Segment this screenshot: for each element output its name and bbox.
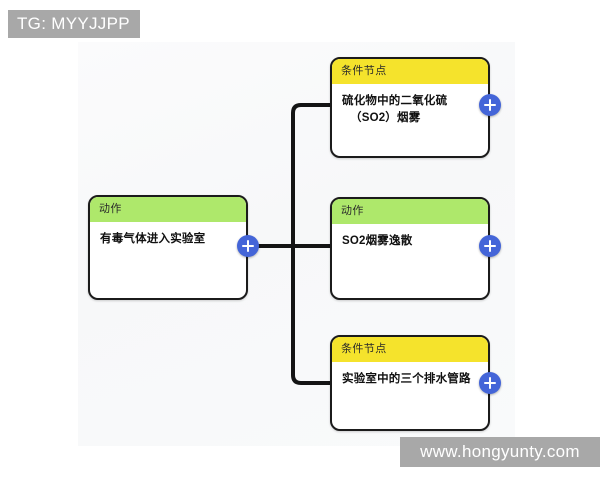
node-branch-1-add-handle[interactable] [479, 94, 501, 116]
node-branch-2-header: 动作 [332, 199, 488, 224]
node-root-header: 动作 [90, 197, 246, 222]
node-branch-2-action[interactable]: 动作 SO2烟雾逸散 [330, 197, 490, 300]
node-branch-1-body-line-2: （SO2）烟雾 [350, 112, 421, 124]
node-branch-1-body-line-1: 硫化物中的二氧化硫 [342, 95, 448, 107]
node-branch-3-body: 实验室中的三个排水管路 [332, 362, 488, 388]
node-branch-2-body-line-1: SO2烟雾逸散 [342, 235, 413, 247]
node-root-body: 有毒气体进入实验室 [90, 222, 246, 248]
node-root-body-line-1: 有毒气体进入实验室 [100, 233, 206, 245]
node-branch-3-header: 条件节点 [332, 337, 488, 362]
node-branch-1-body: 硫化物中的二氧化硫 （SO2）烟雾 [332, 84, 488, 127]
node-branch-2-body: SO2烟雾逸散 [332, 224, 488, 250]
node-branch-1-header: 条件节点 [332, 59, 488, 84]
node-root-add-handle[interactable] [237, 235, 259, 257]
watermark-top-overlay: TG: MYYJJPP [8, 10, 140, 38]
node-branch-3-condition[interactable]: 条件节点 实验室中的三个排水管路 [330, 335, 490, 431]
node-branch-3-body-line-1: 实验室中的三个排水管路 [342, 373, 471, 385]
node-branch-2-add-handle[interactable] [479, 235, 501, 257]
node-branch-1-condition[interactable]: 条件节点 硫化物中的二氧化硫 （SO2）烟雾 [330, 57, 490, 158]
node-branch-3-add-handle[interactable] [479, 372, 501, 394]
watermark-bottom-url: www.hongyunty.com [400, 437, 600, 467]
node-root-action[interactable]: 动作 有毒气体进入实验室 [88, 195, 248, 300]
